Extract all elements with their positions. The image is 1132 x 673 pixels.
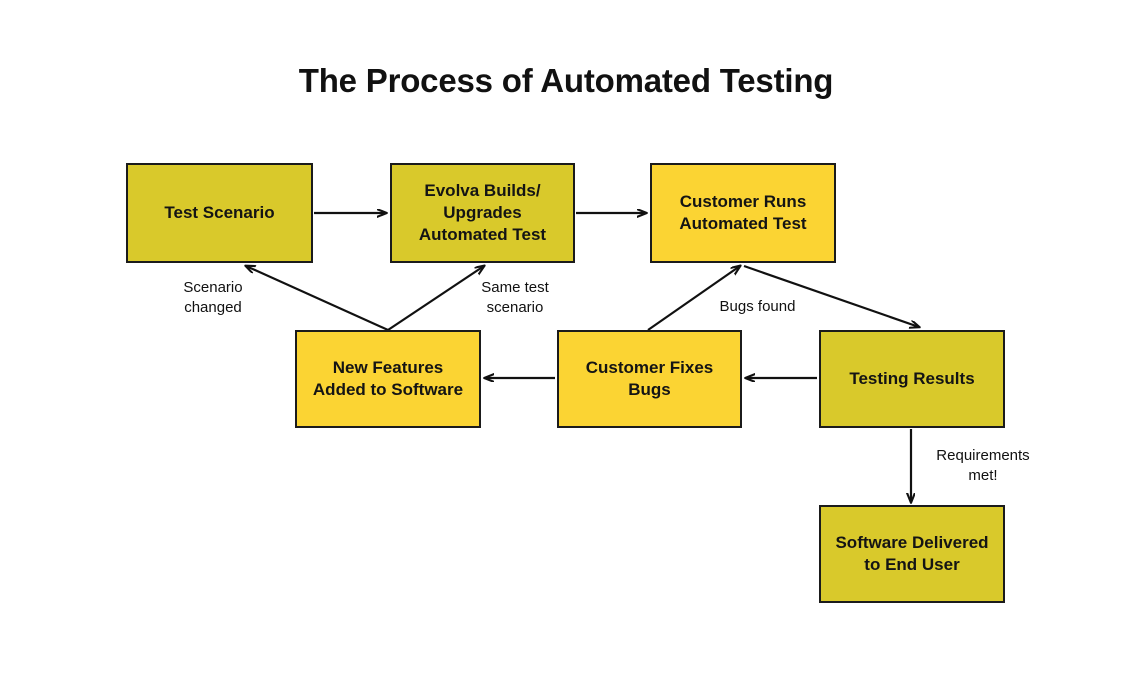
node-new-features-added-to-software[interactable]: New Features Added to Software	[295, 330, 481, 428]
edge-label-same-test-scenario: Same test scenario	[481, 279, 549, 317]
node-label: Software Delivered to End User	[835, 532, 989, 574]
edge-label-bugs-found: Bugs found	[719, 298, 796, 315]
node-label: Evolva Builds/ Upgrades Automated Test	[418, 180, 547, 245]
node-label: Test Scenario	[164, 202, 275, 222]
node-label: Customer Runs Automated Test	[679, 191, 807, 233]
node-customer-fixes-bugs[interactable]: Customer Fixes Bugs	[557, 330, 742, 428]
node-label: Testing Results	[849, 368, 975, 388]
edge-label-requirements-met: Requirements met!	[936, 447, 1030, 485]
page-title: The Process of Automated Testing	[298, 62, 834, 99]
node-label: New Features Added to Software	[312, 357, 464, 399]
node-testing-results[interactable]: Testing Results	[819, 330, 1005, 428]
node-software-delivered-to-end-user[interactable]: Software Delivered to End User	[819, 505, 1005, 603]
edge-label-scenario-changed: Scenario changed	[183, 279, 243, 317]
node-evolva-builds[interactable]: Evolva Builds/ Upgrades Automated Test	[390, 163, 575, 263]
arrow-new-features-to-test-scenario	[246, 266, 389, 332]
node-test-scenario[interactable]: Test Scenario	[126, 163, 313, 263]
node-customer-runs-automated-test[interactable]: Customer Runs Automated Test	[650, 163, 836, 263]
node-label: Customer Fixes Bugs	[585, 357, 714, 399]
